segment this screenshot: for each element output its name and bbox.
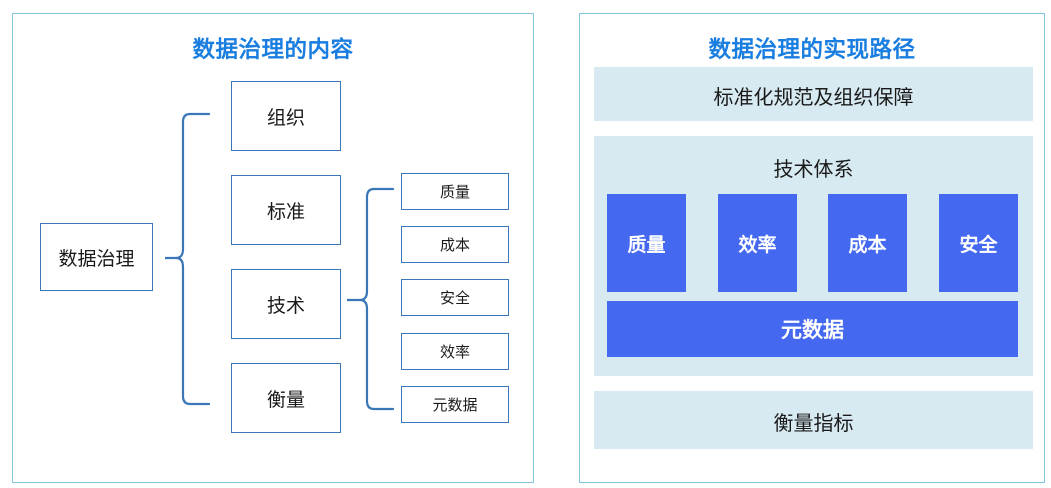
foundation-metadata[interactable]: 元数据 (607, 301, 1018, 357)
left-panel-title: 数据治理的内容 (192, 37, 354, 63)
pillar-efficiency[interactable]: 效率 (718, 194, 797, 292)
band-technology-system[interactable]: 技术体系 质量 效率 成本 安全 元数据 (594, 136, 1033, 376)
node-leaf-quality[interactable]: 质量 (401, 173, 509, 210)
band-measurement-indicators-label: 衡量指标 (773, 411, 854, 435)
band-measurement-indicators[interactable]: 衡量指标 (594, 391, 1033, 449)
brace-root-to-branches (165, 112, 211, 406)
node-leaf-security[interactable]: 安全 (401, 279, 509, 316)
node-branch-measurement[interactable]: 衡量 (231, 363, 341, 433)
pillar-cost[interactable]: 成本 (828, 194, 907, 292)
right-panel-title: 数据治理的实现路径 (708, 37, 916, 63)
node-branch-organization[interactable]: 组织 (231, 81, 341, 151)
band-technology-system-label: 技术体系 (773, 157, 854, 181)
right-panel: 数据治理的实现路径 标准化规范及组织保障 技术体系 质量 效率 成本 安全 元数… (579, 13, 1045, 483)
node-branch-technology[interactable]: 技术 (231, 269, 341, 339)
brace-technology-to-leaves (347, 187, 395, 411)
node-leaf-metadata[interactable]: 元数据 (401, 386, 509, 423)
band-standards-organization-label: 标准化规范及组织保障 (713, 85, 914, 109)
pillar-quality[interactable]: 质量 (607, 194, 686, 292)
band-standards-organization[interactable]: 标准化规范及组织保障 (594, 67, 1033, 121)
node-branch-standard[interactable]: 标准 (231, 175, 341, 245)
node-root-data-governance[interactable]: 数据治理 (40, 223, 153, 291)
pillar-security[interactable]: 安全 (939, 194, 1018, 292)
left-panel: 数据治理的内容 数据治理 组织 标准 技术 衡量 质量 成本 安全 效率 元数据 (12, 13, 534, 483)
node-leaf-efficiency[interactable]: 效率 (401, 333, 509, 370)
node-leaf-cost[interactable]: 成本 (401, 226, 509, 263)
